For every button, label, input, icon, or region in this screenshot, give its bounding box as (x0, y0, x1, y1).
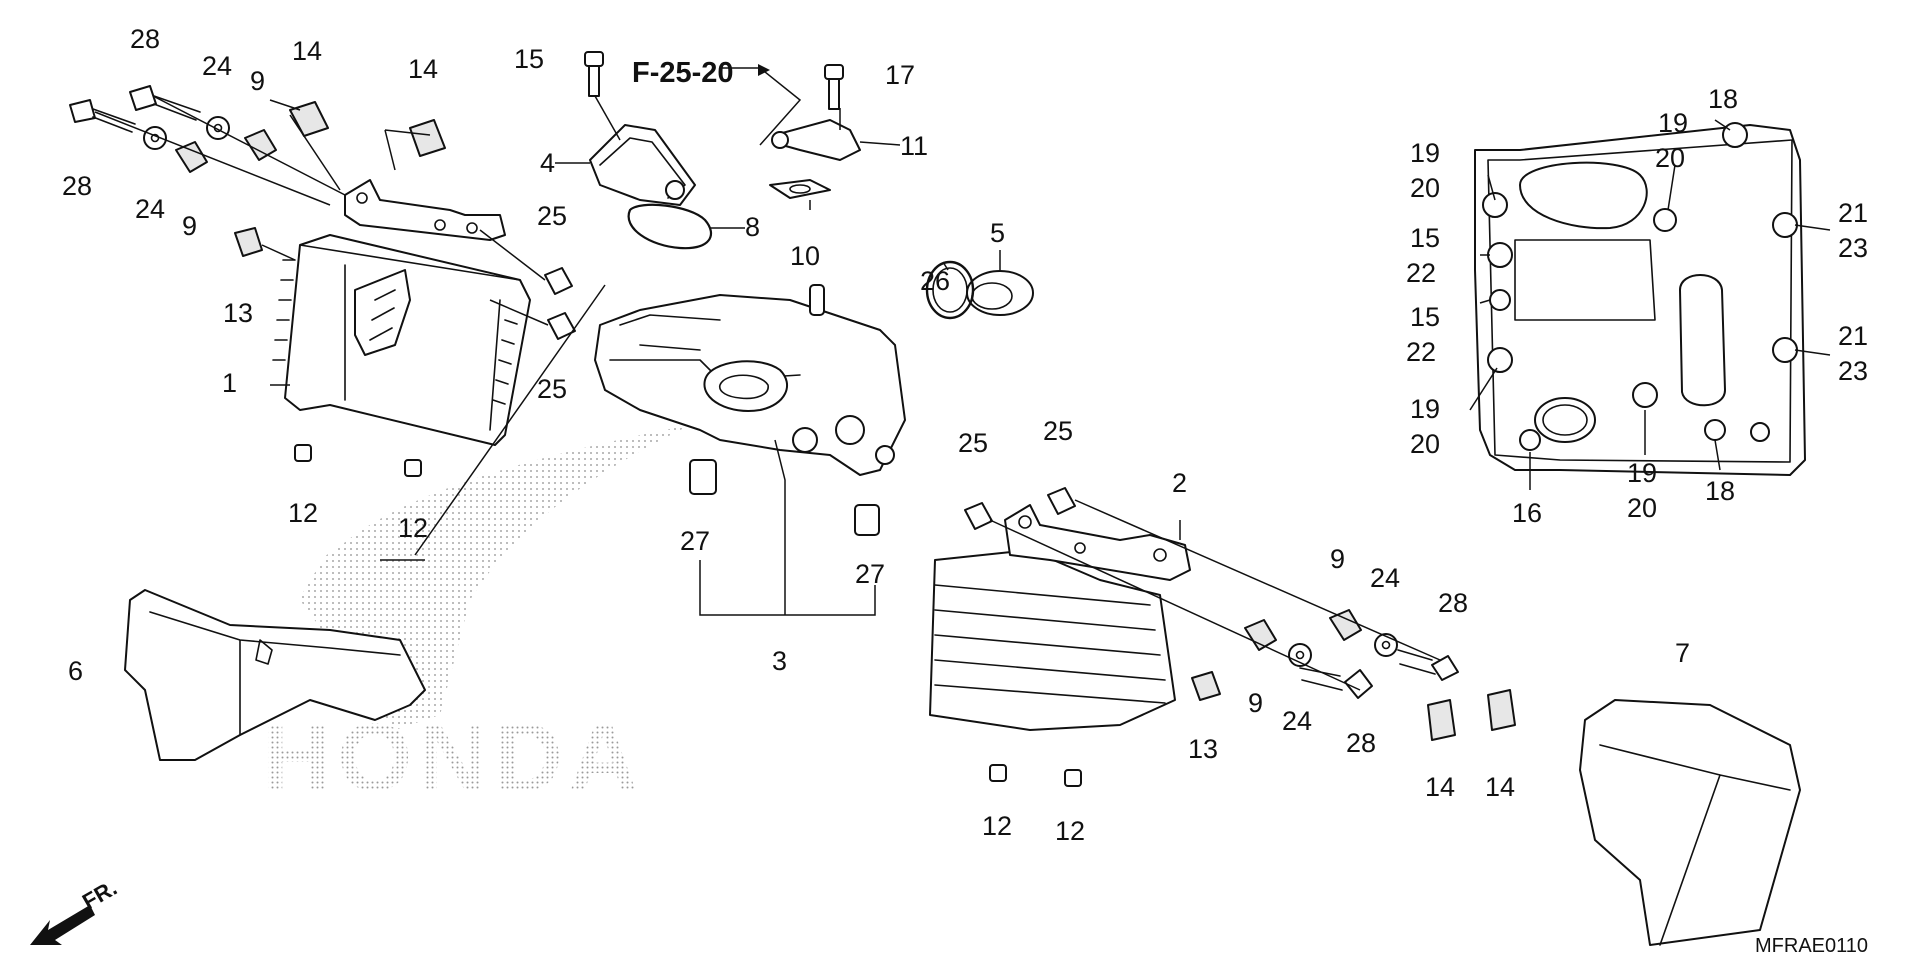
part-6-side-cover (124, 589, 426, 761)
part-16-head-gasket (1474, 122, 1806, 476)
callout-label: 8 (745, 212, 760, 242)
callout-label: 28 (1346, 728, 1376, 758)
callout-label: 19 (1658, 108, 1688, 138)
callout-label: 16 (1512, 498, 1542, 528)
callout-label: 20 (1410, 173, 1440, 203)
callout-label: 17 (885, 60, 915, 90)
part-7-side-cover (1579, 699, 1801, 946)
part-27-dowel-pins (689, 459, 880, 536)
callout-label: 24 (1370, 563, 1400, 593)
callout-label: 6 (68, 656, 83, 686)
callout-label: 28 (62, 171, 92, 201)
part-25-bolts (544, 267, 1076, 530)
callout-label: 13 (1188, 734, 1218, 764)
reference-arrowhead-icon (758, 64, 770, 76)
part-26-o-ring (925, 260, 975, 320)
front-arrow-icon (30, 905, 95, 945)
callout-label: 14 (292, 36, 322, 66)
callout-labels: 28 24 9 14 14 28 24 9 13 1 12 12 25 25 1… (62, 24, 1868, 846)
callout-label: 24 (1282, 706, 1312, 736)
callout-label: 26 (920, 266, 950, 296)
callout-label: 2 (1172, 468, 1187, 498)
callout-label: 25 (537, 201, 567, 231)
callout-label: 23 (1838, 233, 1868, 263)
callout-label: 21 (1838, 321, 1868, 351)
part-10-gasket (769, 179, 831, 199)
part-13-grommets (234, 227, 1221, 701)
callout-label: 19 (1410, 138, 1440, 168)
callout-label: 25 (1043, 416, 1073, 446)
callout-label: 11 (900, 131, 928, 161)
callout-label: 28 (130, 24, 160, 54)
callout-label: 12 (1055, 816, 1085, 846)
diagram-code: MFRAE0110 (1755, 935, 1868, 957)
part-12-collars (294, 444, 1082, 787)
callout-label: 9 (1330, 544, 1345, 574)
part-8-seal-ring (627, 203, 713, 250)
callout-label: 14 (1425, 772, 1455, 802)
part-11-sensor (771, 119, 861, 161)
callout-label: 24 (135, 194, 165, 224)
callout-label: 22 (1406, 258, 1436, 288)
callout-label: 12 (398, 513, 428, 543)
callout-label: 15 (514, 44, 544, 74)
honda-wordmark: HONDA (262, 704, 644, 811)
callout-label: 27 (855, 559, 885, 589)
callout-label: 3 (772, 646, 787, 676)
callout-label: 14 (408, 54, 438, 84)
callout-label: 19 (1410, 394, 1440, 424)
callout-label: 15 (1410, 302, 1440, 332)
callout-label: 24 (202, 51, 232, 81)
part-9-grommets (175, 129, 1362, 651)
front-direction-indicator: FR. (30, 875, 121, 945)
callout-label: 22 (1406, 337, 1436, 367)
callout-label: 15 (1410, 223, 1440, 253)
callout-label: 21 (1838, 198, 1868, 228)
reference-code: F-25-20 (632, 57, 734, 89)
callout-label: 18 (1705, 476, 1735, 506)
part-1-mount-bracket (344, 179, 506, 241)
callout-label: 20 (1627, 493, 1657, 523)
part-15-bolt (584, 51, 604, 97)
callout-label: 14 (1485, 772, 1515, 802)
callout-label: 20 (1655, 143, 1685, 173)
part-1-cylinder-cover-rear (272, 234, 531, 446)
callout-label: 10 (790, 241, 820, 271)
part-17-bolt (824, 64, 844, 110)
callout-label: 5 (990, 218, 1005, 248)
callout-label: 19 (1627, 458, 1657, 488)
callout-label: 12 (288, 498, 318, 528)
part-2-cylinder-cover-front (929, 504, 1191, 731)
callout-label: 9 (182, 211, 197, 241)
leader-lines (94, 67, 1831, 691)
callout-label: 25 (537, 374, 567, 404)
callout-label: 9 (1248, 688, 1263, 718)
honda-watermark: HONDA (262, 425, 690, 811)
callout-label: 12 (982, 811, 1012, 841)
callout-label: 9 (250, 66, 265, 96)
part-5-cap (966, 270, 1034, 316)
callout-label: 7 (1675, 638, 1690, 668)
part-4-cover (589, 124, 696, 206)
callout-label: 28 (1438, 588, 1468, 618)
callout-label: 27 (680, 526, 710, 556)
callout-label: 13 (223, 298, 253, 328)
part-28-bolts (69, 85, 1459, 699)
callout-label: 18 (1708, 84, 1738, 114)
part-3-cylinder-head (594, 284, 906, 476)
callout-label: 20 (1410, 429, 1440, 459)
callout-label: 23 (1838, 356, 1868, 386)
callout-label: 1 (222, 368, 237, 398)
callout-label: 25 (958, 428, 988, 458)
callout-label: 4 (540, 148, 555, 178)
